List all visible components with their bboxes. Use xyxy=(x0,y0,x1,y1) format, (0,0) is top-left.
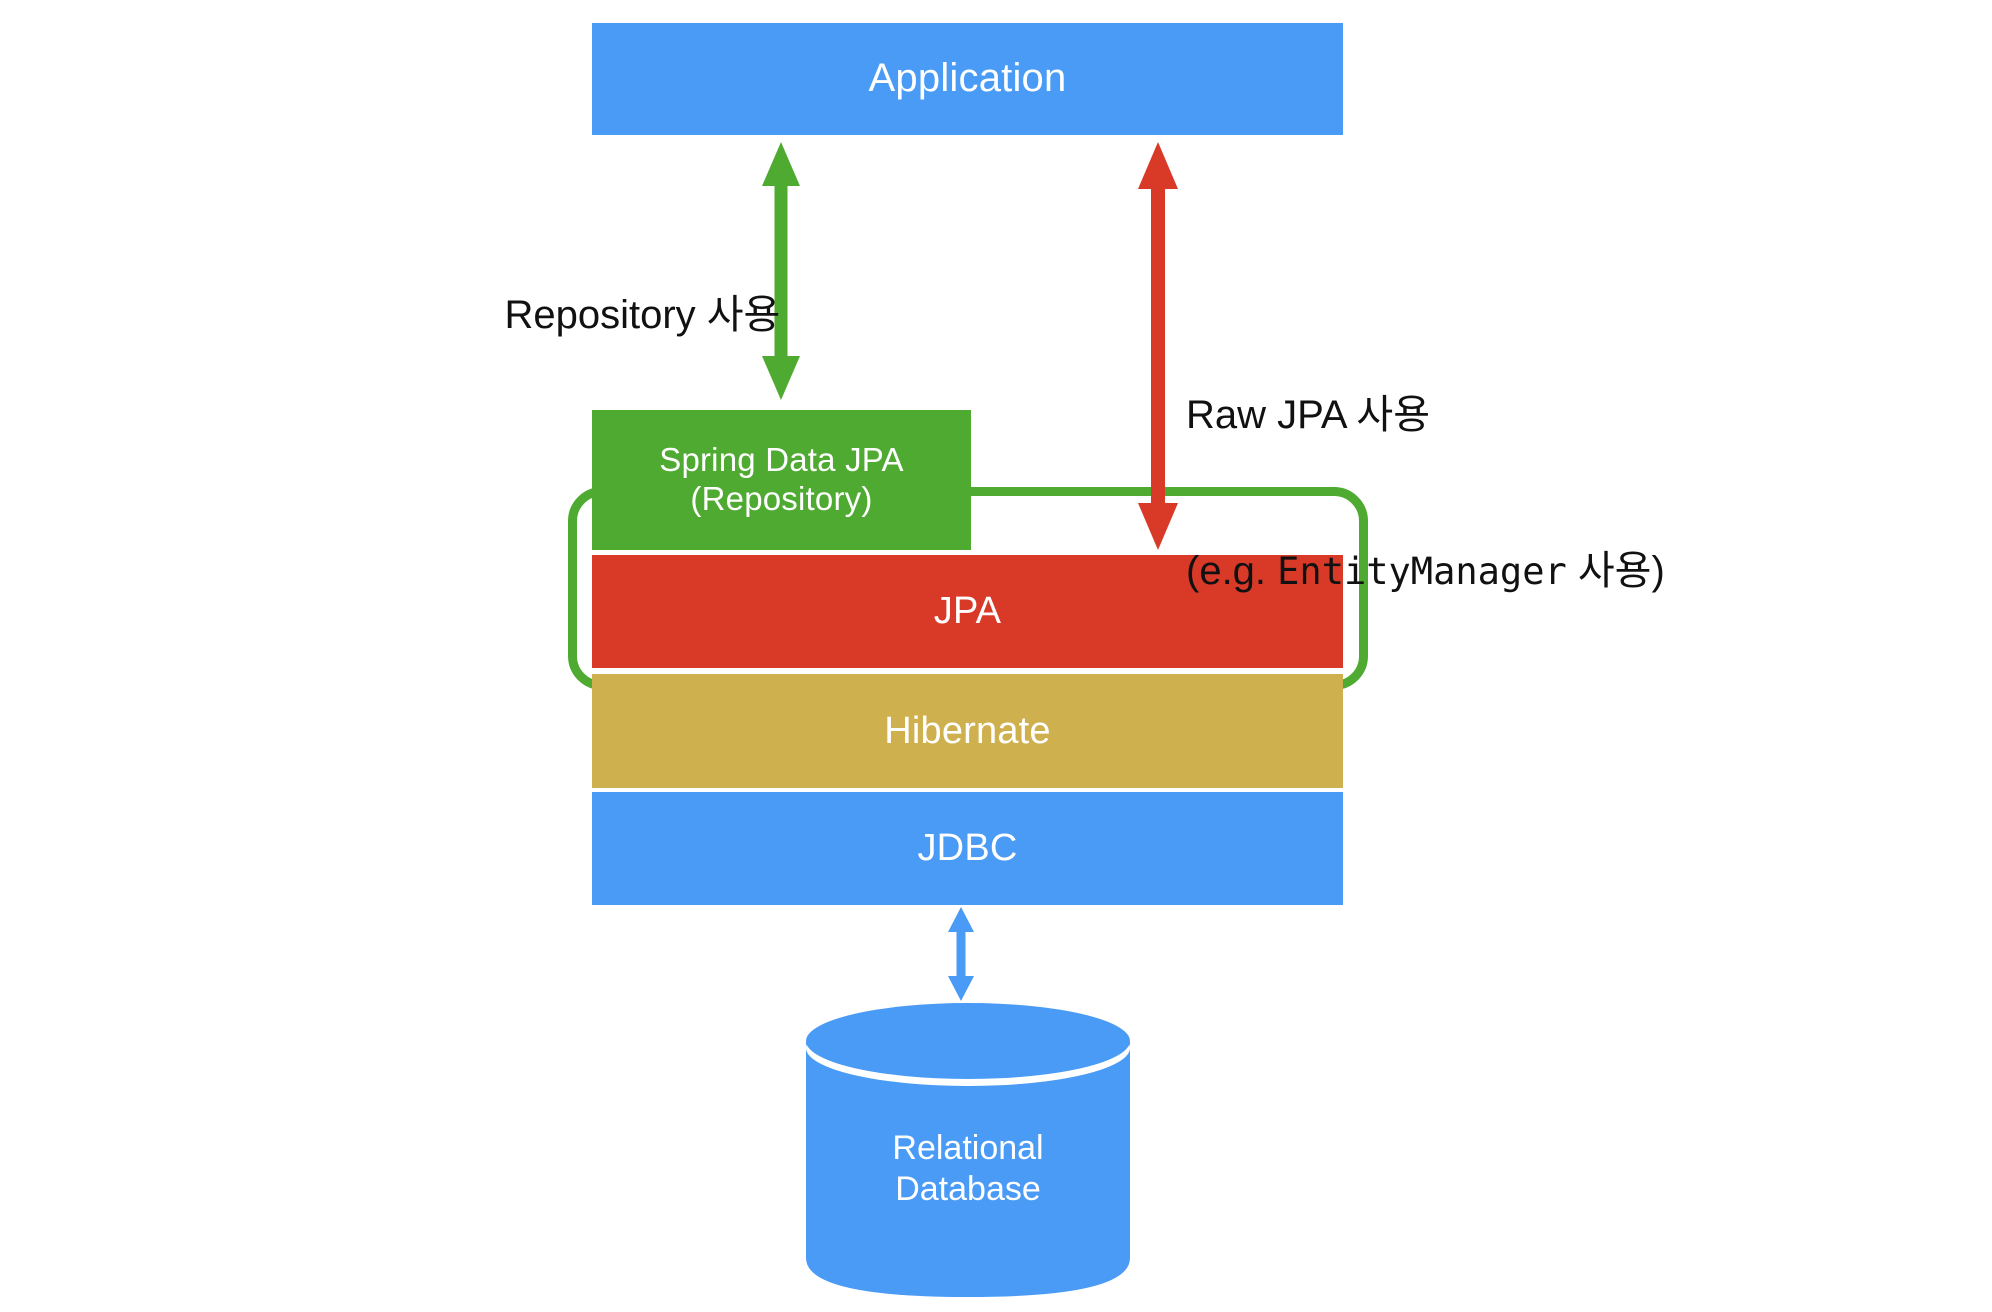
annotation-raw-jpa-line2: (e.g. EntityManager 사용) xyxy=(1186,545,1665,597)
annotation-repository-line1: Repository 사용 xyxy=(504,293,781,337)
arrow-jdbc-database-double xyxy=(948,907,974,1001)
layer-box-application[interactable]: Application xyxy=(592,23,1343,135)
layer-box-hibernate[interactable]: Hibernate xyxy=(592,674,1343,788)
annotation-repository-usage: Repository 사용 xyxy=(460,237,780,393)
arrow-repository-double xyxy=(762,142,800,400)
database-label: Relational Database xyxy=(892,1129,1044,1209)
database-cylinder-icon[interactable] xyxy=(803,1000,1133,1300)
layer-box-jdbc[interactable]: JDBC xyxy=(592,792,1343,905)
layer-box-jpa[interactable]: JPA xyxy=(592,555,1343,668)
layer-box-spring-data-jpa[interactable]: Spring Data JPA (Repository) xyxy=(592,410,971,550)
annotation-raw-jpa-usage: Raw JPA 사용 (e.g. EntityManager 사용) xyxy=(1186,285,1665,701)
annotation-raw-jpa-line1: Raw JPA 사용 xyxy=(1186,393,1431,437)
annotation-raw-jpa-entitymanager-code: EntityManager xyxy=(1277,550,1567,593)
annotation-raw-jpa-line2-prefix: (e.g. xyxy=(1186,549,1278,593)
arrow-raw-jpa-double xyxy=(1138,142,1178,550)
annotation-raw-jpa-line2-suffix: 사용) xyxy=(1566,549,1665,593)
